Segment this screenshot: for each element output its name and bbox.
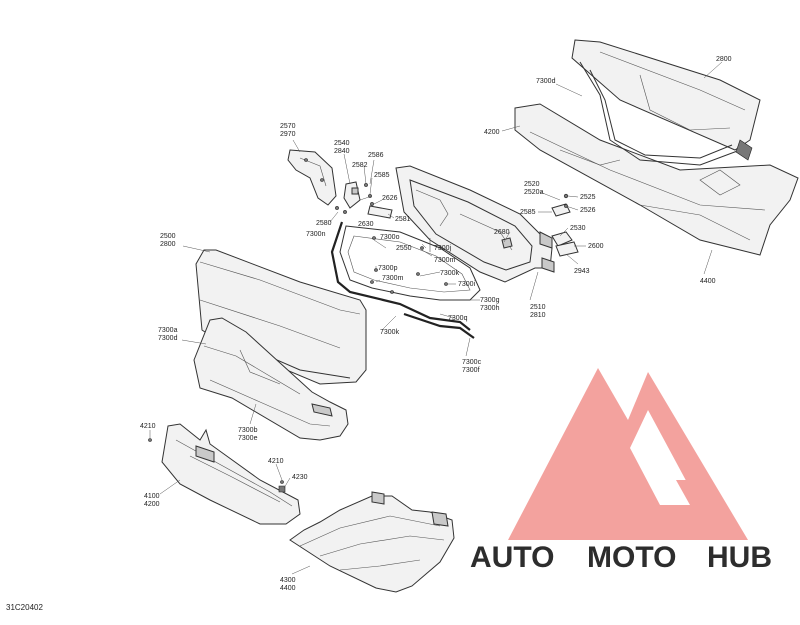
part-label: 2943	[574, 268, 590, 275]
outer-door-panel-2500	[195, 249, 367, 385]
part-label: 2585	[520, 209, 536, 216]
part-label: 2581	[395, 216, 411, 223]
part-label: 2550	[396, 245, 412, 252]
part-label: 4210	[140, 423, 156, 430]
part-label: 7300p	[378, 265, 398, 272]
watermark-word-hub: HUB	[707, 541, 772, 574]
part-label: 2585	[374, 172, 390, 179]
part-label: 7300k	[440, 270, 460, 277]
watermark-word-moto: MOTO	[587, 541, 676, 574]
hinge-bracket-2570	[287, 149, 337, 206]
leader-lines	[149, 61, 723, 575]
watermark-word-auto: AUTO	[470, 541, 554, 574]
part-label: 7300i	[458, 281, 476, 288]
part-label: 7300n	[306, 231, 326, 238]
automotohub-watermark: AUTO MOTO HUB	[470, 368, 772, 574]
part-label: 2530	[570, 225, 586, 232]
part-label: 4230	[292, 474, 308, 481]
window-seal-frame	[330, 221, 481, 339]
part-label: 7300m	[434, 257, 456, 264]
part-label: 7300k	[380, 329, 400, 336]
part-label: 2525	[580, 194, 596, 201]
part-label: 7300j	[434, 245, 452, 252]
diagram-code: 31C20402	[6, 603, 43, 612]
part-label: 4210	[268, 458, 284, 465]
watermark-logo-mark	[508, 368, 748, 540]
part-label: 2630	[358, 221, 374, 228]
hinge-hardware-cluster	[335, 181, 393, 219]
part-label: 2800	[716, 56, 732, 63]
part-label: 7300m	[382, 275, 404, 282]
part-label: 7300d	[536, 78, 556, 85]
part-label: 7300o	[380, 234, 400, 241]
part-label: 2582	[352, 162, 368, 169]
part-label: 2680	[494, 229, 510, 236]
inner-door-panel-7300a	[193, 317, 349, 441]
door-assembly-top-right	[514, 39, 799, 256]
part-label: 2526	[580, 207, 596, 214]
part-label: 2626	[382, 195, 398, 202]
lower-panel-4300	[289, 491, 455, 593]
part-label: 2600	[588, 243, 604, 250]
part-label: 4400	[700, 278, 716, 285]
part-label: 2580	[316, 220, 332, 227]
part-label: 2586	[368, 152, 384, 159]
lower-panel-4100	[148, 423, 301, 525]
part-label: 7300q	[448, 315, 468, 322]
part-label: 4200	[484, 129, 500, 136]
